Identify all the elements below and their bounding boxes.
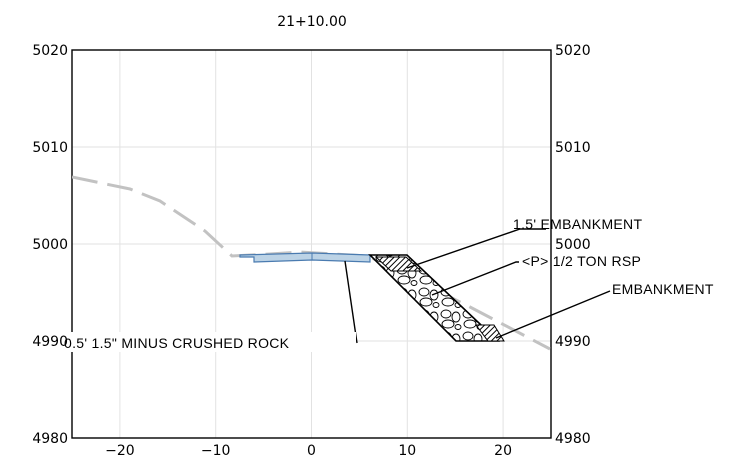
x-tick-label: −10 <box>201 443 231 459</box>
x-tick-label: 10 <box>398 443 416 459</box>
x-tick-label: 0 <box>307 443 316 459</box>
crushed-rock-label-backdrop <box>55 332 356 352</box>
label-crushed-rock: 0.5' 1.5" MINUS CRUSHED ROCK <box>64 335 290 351</box>
leader-embankment-15 <box>406 228 546 269</box>
right-tick-label: 4990 <box>555 334 591 350</box>
left-tick-label: 4980 <box>32 431 68 447</box>
left-tick-label: 4990 <box>32 334 68 350</box>
right-tick-label: 4980 <box>555 431 591 447</box>
x-tick-label: 20 <box>494 443 512 459</box>
label-embankment: EMBANKMENT <box>612 281 714 297</box>
left-tick-label: 5020 <box>32 43 68 59</box>
label-riprap: <P> 1/2 TON RSP <box>522 253 641 269</box>
left-elevation-ticks: 5020 5010 5000 4990 4980 <box>32 43 68 447</box>
right-tick-label: 5010 <box>555 140 591 156</box>
left-tick-label: 5000 <box>32 237 68 253</box>
plot-frame <box>71 49 552 439</box>
x-tick-label: −20 <box>105 443 135 459</box>
leader-crushed-rock <box>344 260 358 344</box>
leader-riprap <box>431 261 519 296</box>
leader-embankment <box>495 290 611 339</box>
left-tick-label: 5010 <box>32 140 68 156</box>
right-tick-label: 5000 <box>555 237 591 253</box>
right-tick-label: 5020 <box>555 43 591 59</box>
station-title: 21+10.00 <box>277 14 347 30</box>
gridlines <box>72 49 551 439</box>
right-elevation-ticks: 5020 5010 5000 4990 4980 <box>555 43 591 447</box>
label-embankment-15: 1.5' EMBANKMENT <box>513 216 642 232</box>
crushed-rock-layer <box>239 252 371 263</box>
offset-ticks: −20 −10 0 10 20 <box>105 443 512 459</box>
